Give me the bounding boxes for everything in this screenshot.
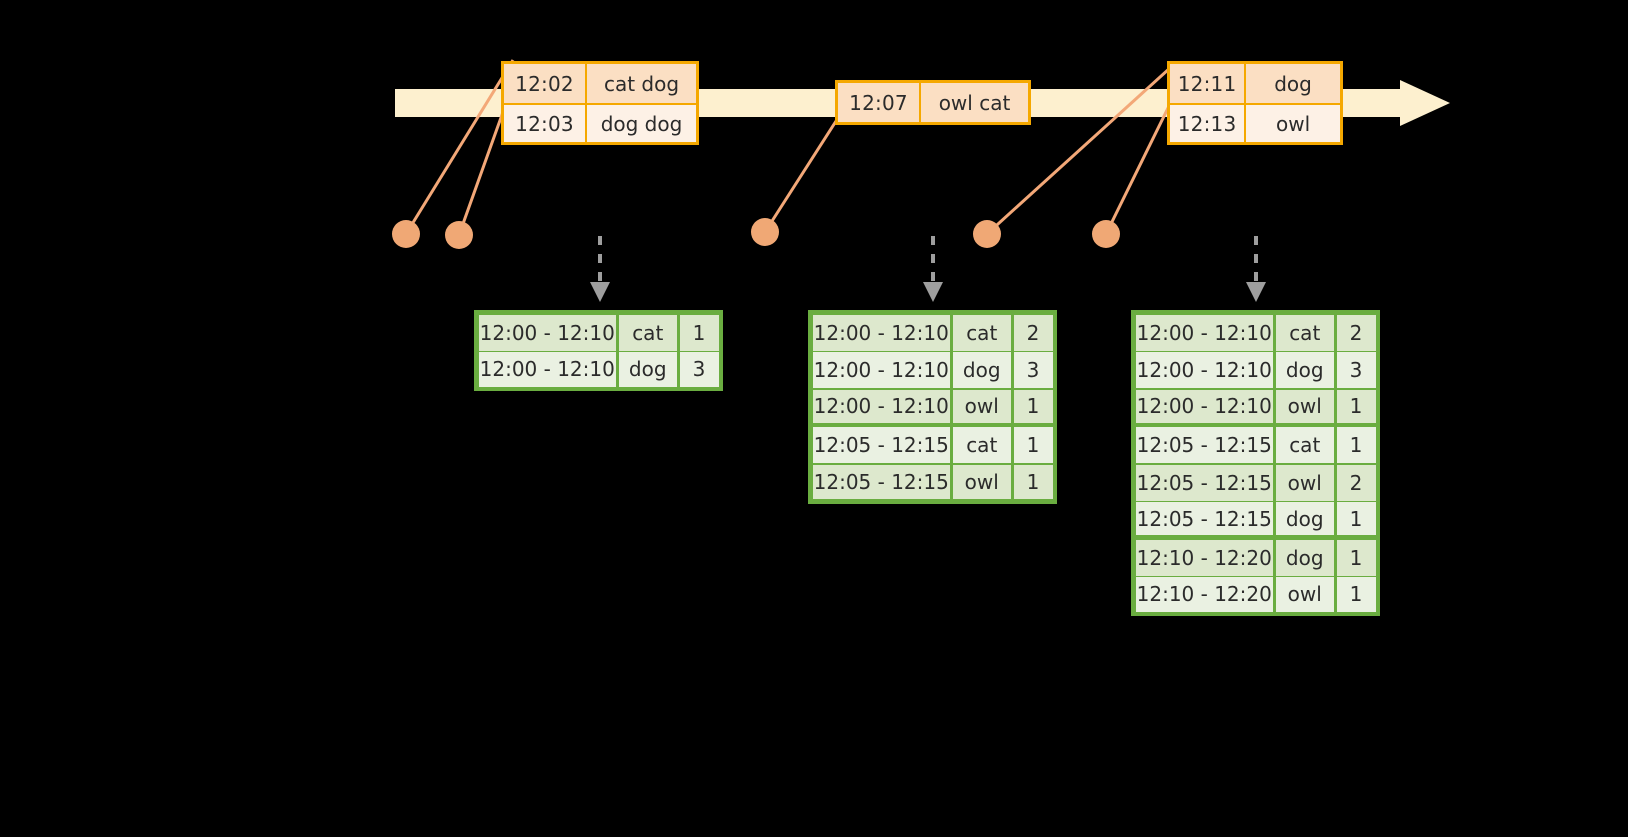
cell-window: 12:00 - 12:10: [1135, 389, 1273, 423]
cell-key: cat: [1275, 427, 1334, 463]
cell-count: 1: [1336, 577, 1376, 612]
cell-window: 12:05 - 12:15: [812, 427, 950, 463]
cell-window: 12:10 - 12:20: [1135, 577, 1273, 612]
cell-window: 12:05 - 12:15: [1135, 427, 1273, 463]
event-box-3[interactable]: 12:11 dog 12:13 owl: [1167, 61, 1343, 145]
cell-window: 12:05 - 12:15: [1135, 464, 1273, 501]
cell-window: 12:00 - 12:10: [1135, 314, 1273, 351]
cell-count: 3: [1013, 352, 1053, 388]
cell-window: 12:00 - 12:10: [812, 314, 950, 351]
timeline-arrowhead: [1400, 80, 1450, 126]
cell-key: cat: [952, 314, 1011, 351]
cell-count: 1: [1013, 427, 1053, 463]
event-time: 12:03: [504, 105, 587, 142]
event-row: 12:11 dog: [1170, 64, 1340, 103]
cell-key: owl: [1275, 389, 1334, 423]
cell-count: 1: [1336, 539, 1376, 576]
cell-window: 12:00 - 12:10: [812, 352, 950, 388]
cell-window: 12:05 - 12:15: [812, 464, 950, 499]
cell-count: 2: [1013, 314, 1053, 351]
event-dot-1: [392, 220, 420, 248]
cell-window: 12:00 - 12:10: [1135, 352, 1273, 388]
cell-count: 3: [679, 352, 719, 387]
cell-key: dog: [1275, 539, 1334, 576]
event-time: 12:11: [1170, 64, 1247, 103]
cell-count: 1: [1336, 427, 1376, 463]
connector-2-line: [457, 111, 505, 236]
cell-key: dog: [952, 352, 1011, 388]
cell-window: 12:00 - 12:10: [478, 314, 616, 351]
cell-key: dog: [1275, 502, 1334, 535]
cell-count: 2: [1336, 314, 1376, 351]
event-row: 12:02 cat dog: [504, 64, 696, 103]
cell-count: 1: [1013, 389, 1053, 423]
event-dots: [392, 218, 1120, 249]
event-dot-4: [973, 220, 1001, 248]
event-payload: owl cat: [938, 90, 1011, 115]
event-row: 12:03 dog dog: [504, 103, 696, 142]
connector-1-line: [404, 59, 515, 235]
cell-count: 3: [1336, 352, 1376, 388]
cell-key: owl: [952, 464, 1011, 499]
event-time: 12:02: [504, 64, 587, 103]
cell-window: 12:00 - 12:10: [812, 389, 950, 423]
cell-key: owl: [952, 389, 1011, 423]
event-payload: cat dog: [603, 71, 680, 96]
event-dot-2: [445, 221, 473, 249]
connector-5-line: [1104, 105, 1171, 235]
event-box-1[interactable]: 12:02 cat dog 12:03 dog dog: [501, 61, 699, 145]
cell-count: 1: [1336, 389, 1376, 423]
event-row: 12:13 owl: [1170, 103, 1340, 142]
cell-key: cat: [618, 314, 677, 351]
event-time: 12:13: [1170, 105, 1247, 142]
event-dot-5: [1092, 220, 1120, 248]
event-payload: dog: [1274, 71, 1312, 96]
cell-key: dog: [618, 352, 677, 387]
flow-arrows: [590, 236, 1266, 302]
event-box-2[interactable]: 12:07 owl cat: [835, 80, 1031, 125]
cell-key: cat: [1275, 314, 1334, 351]
cell-key: cat: [952, 427, 1011, 463]
cell-window: 12:10 - 12:20: [1135, 539, 1273, 576]
cell-key: dog: [1275, 352, 1334, 388]
cell-count: 1: [679, 314, 719, 351]
event-payload: owl: [1275, 111, 1311, 136]
cell-key: owl: [1275, 464, 1334, 501]
cell-count: 2: [1336, 464, 1376, 501]
cell-count: 1: [1013, 464, 1053, 499]
event-time: 12:07: [838, 83, 921, 122]
event-dot-3: [751, 218, 779, 246]
cell-window: 12:00 - 12:10: [478, 352, 616, 387]
cell-key: owl: [1275, 577, 1334, 612]
cell-count: 1: [1336, 502, 1376, 535]
connector-3-line: [763, 117, 840, 233]
event-payload: dog dog: [600, 111, 683, 136]
cell-window: 12:05 - 12:15: [1135, 502, 1273, 535]
event-row: 12:07 owl cat: [838, 83, 1028, 122]
